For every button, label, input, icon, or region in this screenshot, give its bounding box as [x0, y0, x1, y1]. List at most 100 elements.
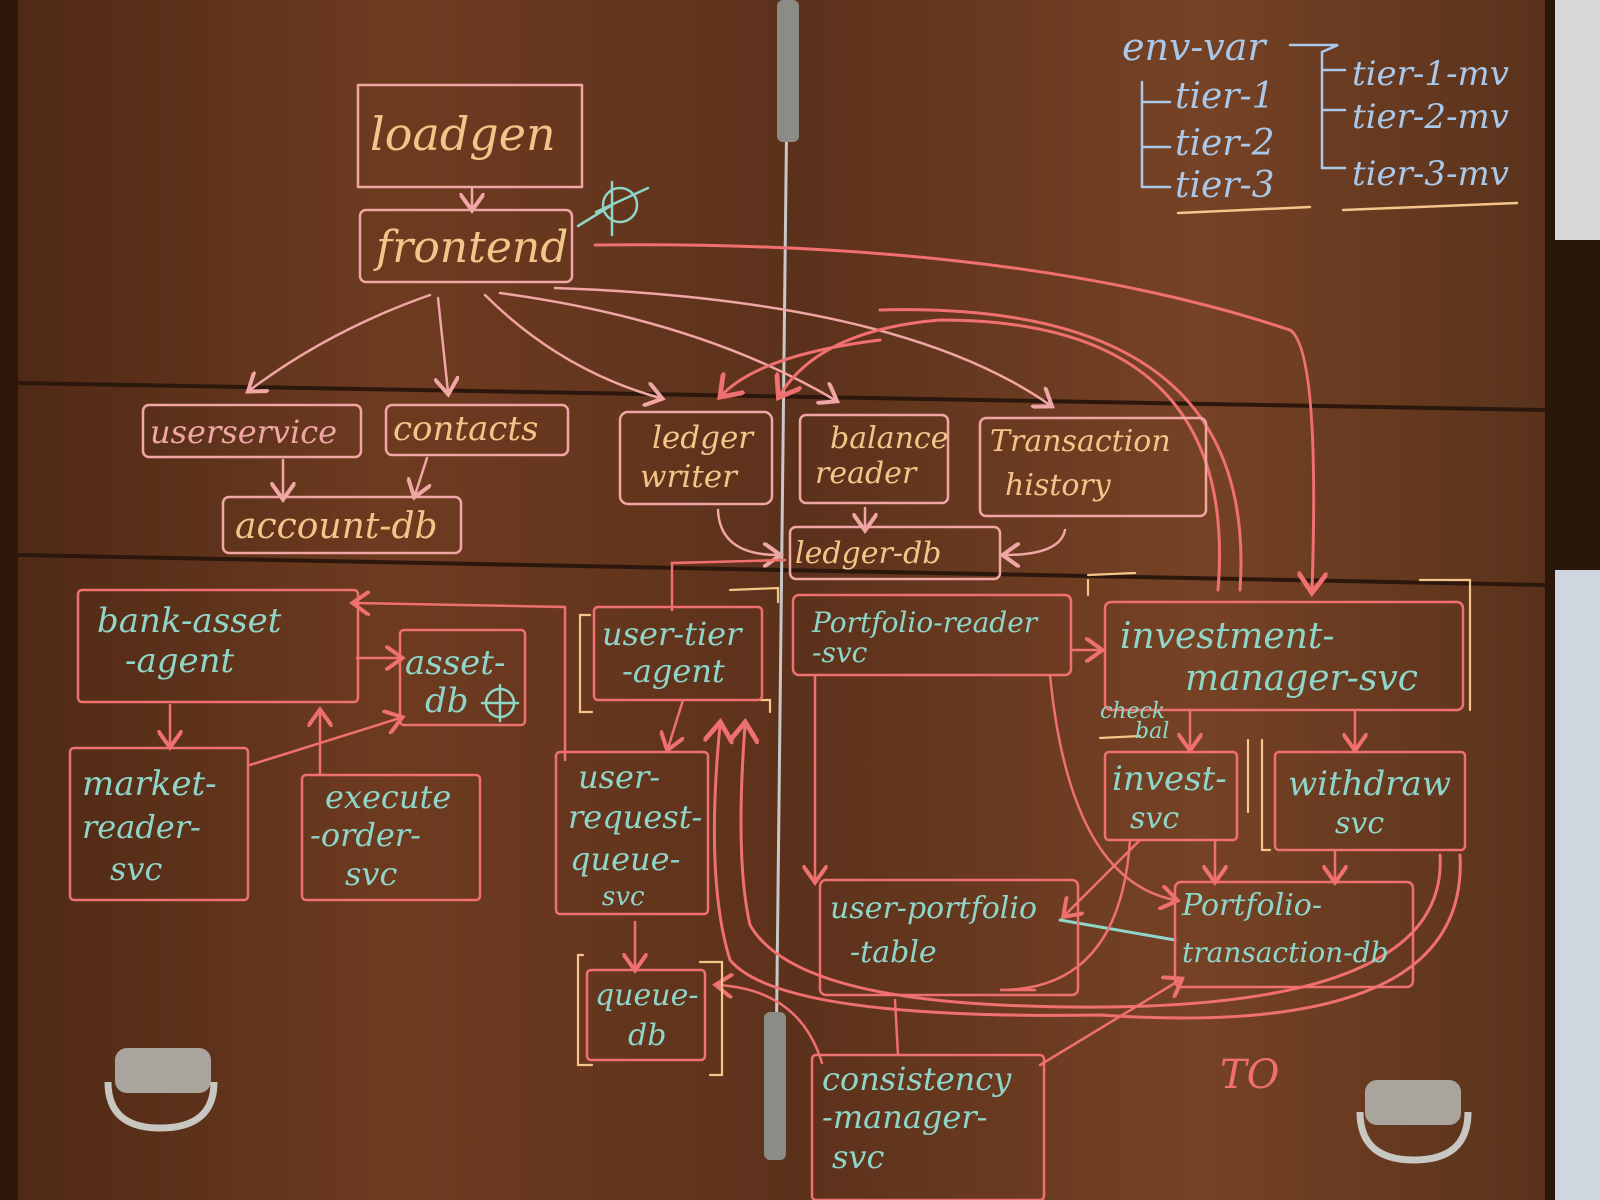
market-label-1: market- — [82, 764, 217, 804]
edge-investmanager-back-1 — [878, 308, 1243, 592]
contacts-label: contacts — [393, 409, 539, 449]
execute-box — [300, 773, 482, 902]
edge-frontend-investmanager — [593, 243, 1314, 590]
legend-tier-1-mv: tier-1-mv — [1352, 54, 1509, 94]
consistency-label-1: consistency — [822, 1060, 1012, 1098]
legend-tier-2: tier-2 — [1175, 123, 1275, 164]
market-label-2: reader- — [82, 808, 201, 846]
legend-tier-3: tier-3 — [1175, 165, 1275, 206]
portfolioreader-box — [791, 593, 1073, 677]
edge-loop-c — [999, 838, 1132, 992]
to-mark-label: TO — [1220, 1052, 1279, 1098]
edge-contacts-accountdb — [415, 456, 427, 495]
labels: env-var tier-1 tier-2 tier-3 tier-1-mv t… — [82, 25, 1509, 1176]
loadgen-label: loadgen — [370, 107, 556, 161]
edge-usertier-bankasset — [355, 603, 567, 762]
edge-frontend-userservice — [250, 293, 432, 390]
userrequest-label-2: request- — [568, 798, 702, 836]
execute-label-3: svc — [345, 855, 398, 893]
edge-consistency-queuedb — [718, 985, 824, 1065]
ledgerdb-box — [788, 525, 1002, 581]
left-edge — [0, 0, 18, 1200]
right-handle — [1356, 1080, 1472, 1164]
queuedb-label-1: queue- — [595, 978, 699, 1013]
invest-label-1: invest- — [1112, 759, 1227, 799]
portfoliotx-label-2: transaction-db — [1182, 936, 1389, 969]
portfolioreader-label-1: Portfolio-reader — [811, 606, 1039, 639]
consistency-label-3: svc — [832, 1138, 885, 1176]
market-box — [68, 746, 250, 902]
hinge-top — [777, 0, 799, 142]
edge-loop-a — [714, 725, 1462, 1020]
balancereader-box — [798, 413, 950, 505]
edge-usertier-queue — [668, 698, 683, 748]
contacts-box — [384, 403, 570, 457]
invest-box — [1103, 750, 1239, 842]
balancereader-label-1: balance — [830, 421, 948, 456]
userrequest-box — [554, 750, 710, 916]
frontend-label: frontend — [373, 222, 568, 273]
frontend-box — [358, 208, 574, 284]
consistency-box — [810, 1053, 1046, 1200]
accountdb-box — [221, 495, 463, 555]
loadgen-box — [356, 83, 584, 189]
ledgerdb-label: ledger-db — [795, 536, 941, 571]
investmanager-label-2: manager-svc — [1185, 658, 1418, 699]
edge-ledgerwriter-ledgerdb — [716, 508, 778, 555]
edge-portfolioreader-loop — [1048, 673, 1175, 900]
legend-tier-3-mv: tier-3-mv — [1352, 154, 1509, 194]
userrequest-label-4: svc — [602, 882, 645, 912]
frontend-crossed-circle — [601, 186, 639, 224]
bankasset-label-1: bank-asset — [97, 601, 282, 641]
edge-frontend-usertieragent — [722, 338, 882, 395]
usertier-box — [592, 605, 764, 702]
userportfolio-label-1: user-portfolio — [830, 891, 1037, 926]
checkbal-label-1: check — [1100, 699, 1165, 724]
accountdb-label: account-db — [235, 506, 438, 547]
queuedb-label-2: db — [628, 1018, 666, 1053]
consistency-label-2: -manager- — [822, 1098, 987, 1136]
assetdb-label-1: asset- — [405, 643, 505, 683]
edge-loop-b — [741, 725, 1442, 1009]
userservice-label: userservice — [150, 413, 337, 451]
edge-frontend-contacts — [438, 296, 448, 392]
queuedb-box — [585, 968, 707, 1062]
env-underline-1 — [1176, 205, 1312, 215]
withdraw-box — [1273, 750, 1467, 852]
connections — [170, 43, 1519, 1077]
edge-market-assetdb — [248, 718, 400, 767]
edge-frontend-ledgerwriter — [483, 293, 660, 398]
ledgerwriter-label-1: ledger — [652, 420, 755, 456]
execute-label-1: execute — [325, 778, 451, 816]
edge-consistency-portfoliotx — [1038, 980, 1180, 1067]
userportfolio-label-2: -table — [850, 935, 937, 970]
userrequest-label-3: queue- — [570, 840, 680, 878]
userportfolio-box — [818, 878, 1080, 997]
hinge-bottom — [764, 1012, 786, 1160]
assetdb-marker-cross — [480, 683, 520, 723]
right-whiteboard — [1555, 570, 1600, 1200]
edge-txhistory-ledgerdb — [1005, 528, 1067, 555]
bankasset-label-2: -agent — [125, 641, 235, 681]
userservice-box — [141, 403, 363, 459]
env-underline-2 — [1341, 201, 1519, 212]
market-label-3: svc — [110, 850, 163, 888]
usertier-label-2: -agent — [622, 652, 725, 690]
portfoliotx-label-1: Portfolio- — [1181, 888, 1322, 923]
checkbal-label-2: bal — [1135, 719, 1169, 744]
legend-env-var: env-var — [1122, 25, 1268, 69]
investmanager-label-1: investment- — [1120, 616, 1335, 657]
edge-frontend-txhistory — [553, 286, 1050, 405]
txhistory-box — [978, 416, 1208, 518]
withdraw-label-2: svc — [1335, 806, 1384, 841]
portfoliotx-box — [1173, 880, 1415, 989]
assetdb-label-2: db — [425, 681, 469, 721]
assetdb-box — [398, 628, 527, 727]
userrequest-label-1: user- — [578, 758, 660, 796]
legend-tier-1: tier-1 — [1175, 76, 1275, 117]
ledgerwriter-box — [618, 410, 774, 506]
edge-investmanager-back-2 — [780, 318, 1221, 592]
